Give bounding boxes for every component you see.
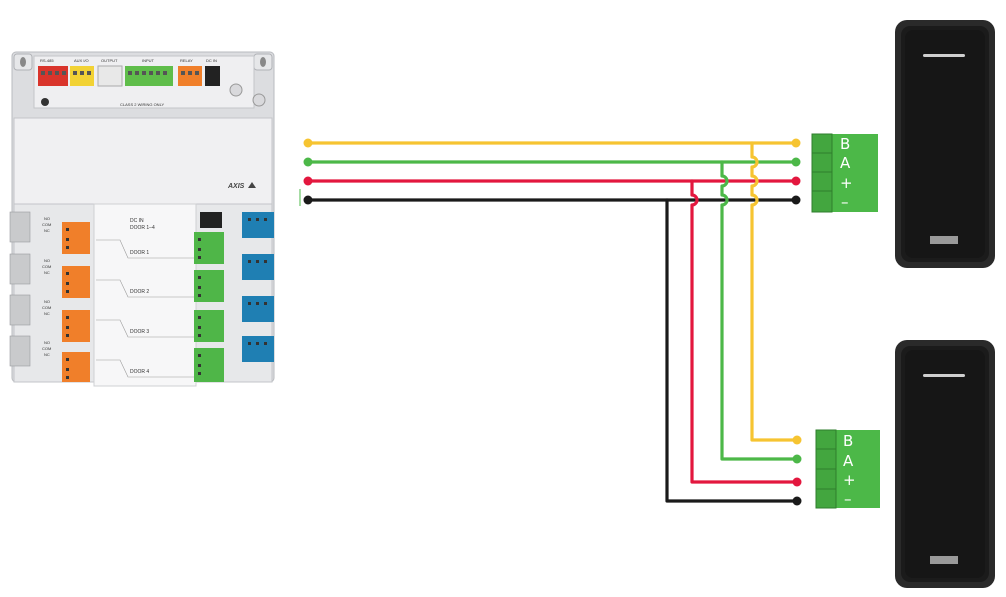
door-label: DOOR 1 bbox=[130, 250, 149, 256]
svg-text:NC: NC bbox=[44, 270, 50, 275]
door-label: DOOR 4 bbox=[130, 369, 149, 375]
terminal-top-label-a: A bbox=[840, 154, 851, 172]
door-label: DOOR 3 bbox=[130, 329, 149, 335]
bus-end-dots-top bbox=[791, 138, 801, 205]
reader-bottom-icon bbox=[895, 340, 995, 588]
terminal-top-label-minus: – bbox=[841, 193, 849, 211]
wiring-bus bbox=[306, 141, 799, 503]
class2-note: CLASS 2 WIRING ONLY bbox=[120, 102, 164, 107]
svg-text:NO: NO bbox=[44, 216, 50, 221]
terminal-top-label-b: B bbox=[840, 135, 850, 153]
controller-top-header: RS-485 bbox=[40, 58, 54, 63]
terminal-bottom-label-b: B bbox=[843, 432, 853, 450]
controller-top-header: INPUT bbox=[142, 58, 155, 63]
svg-text:COM: COM bbox=[42, 264, 51, 269]
drop-b-yellow bbox=[750, 141, 799, 442]
controller-brand: AXIS bbox=[227, 183, 245, 190]
terminal-top-label-plus: + bbox=[840, 174, 853, 192]
svg-text:COM: COM bbox=[42, 222, 51, 227]
terminal-bottom-label-a: A bbox=[843, 452, 854, 470]
svg-text:COM: COM bbox=[42, 305, 51, 310]
svg-text:COM: COM bbox=[42, 346, 51, 351]
terminal-block-bottom: B A + – bbox=[815, 429, 880, 509]
controller-icon: RS-485 AUX I/O OUTPUT INPUT RELAY DC IN … bbox=[9, 51, 275, 387]
controller-top-header: OUTPUT bbox=[101, 58, 118, 63]
bus-end-dots-bottom bbox=[792, 435, 802, 506]
bus-start-dots bbox=[303, 138, 313, 205]
reader-top-icon bbox=[895, 20, 995, 268]
drop-plus-red bbox=[690, 179, 799, 484]
terminal-bottom-label-plus: + bbox=[843, 471, 856, 489]
svg-text:NC: NC bbox=[44, 311, 50, 316]
dc-in-label: DC IN bbox=[130, 218, 144, 224]
drop-a-green bbox=[720, 160, 799, 461]
svg-text:NO: NO bbox=[44, 299, 50, 304]
svg-text:NO: NO bbox=[44, 340, 50, 345]
drop-minus-black bbox=[665, 198, 799, 503]
door-label: DOOR 2 bbox=[130, 289, 149, 295]
dc-in-label: DOOR 1–4 bbox=[130, 225, 155, 231]
controller-top-header: DC IN bbox=[206, 58, 217, 63]
controller-top-header: AUX I/O bbox=[74, 58, 89, 63]
svg-text:NC: NC bbox=[44, 228, 50, 233]
svg-text:NO: NO bbox=[44, 258, 50, 263]
controller-top-header: RELAY bbox=[180, 58, 193, 63]
terminal-bottom-label-minus: – bbox=[844, 490, 852, 508]
terminal-block-top: B A + – bbox=[811, 133, 878, 213]
svg-text:NC: NC bbox=[44, 352, 50, 357]
